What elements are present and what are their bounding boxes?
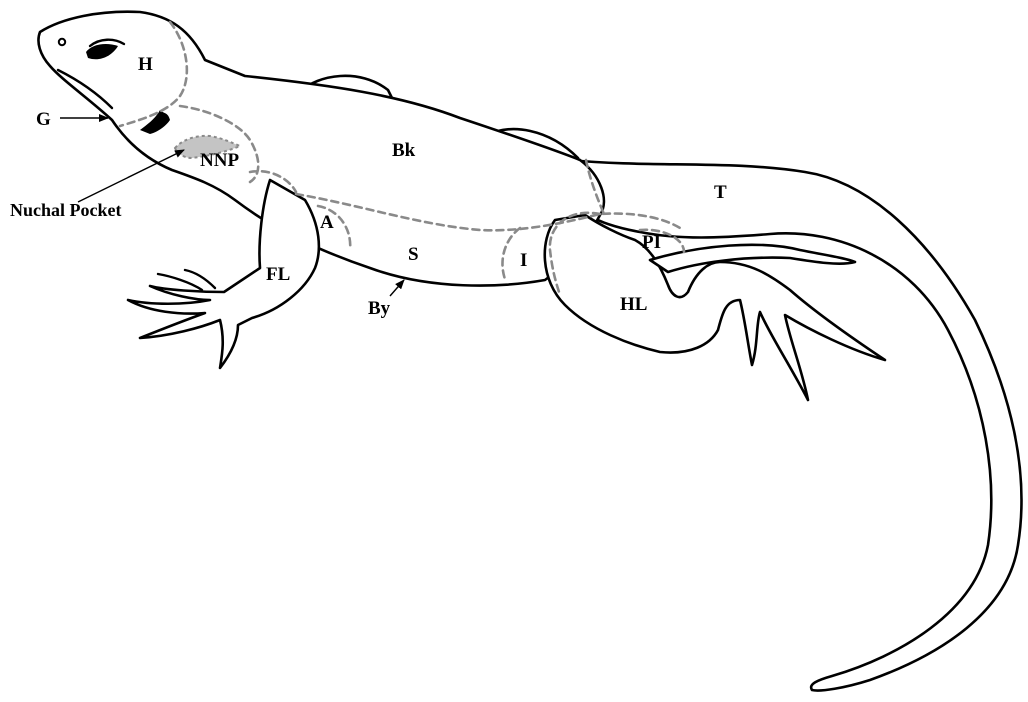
label-nnp: NNP [200, 150, 239, 171]
label-side: S [408, 244, 419, 265]
body-outline [38, 12, 603, 286]
forelimb-toe-upper [158, 270, 215, 290]
label-hindlimb: HL [620, 294, 647, 315]
label-belly: By [368, 298, 391, 319]
label-tail: T [714, 182, 727, 203]
label-axilla: A [320, 212, 334, 233]
label-gular: G [36, 109, 51, 130]
belly-pointer [390, 280, 404, 296]
label-forelimb: FL [266, 264, 290, 285]
nuchal-pocket-pointer [78, 150, 184, 202]
label-inguinal: I [520, 250, 527, 271]
tail-outline [570, 160, 1021, 691]
hindlimb-outline [545, 215, 885, 400]
label-back: Bk [392, 140, 416, 161]
label-nuchal-pocket: Nuchal Pocket [10, 200, 122, 220]
label-postinguinal: PI [642, 232, 661, 253]
label-head: H [138, 54, 153, 75]
